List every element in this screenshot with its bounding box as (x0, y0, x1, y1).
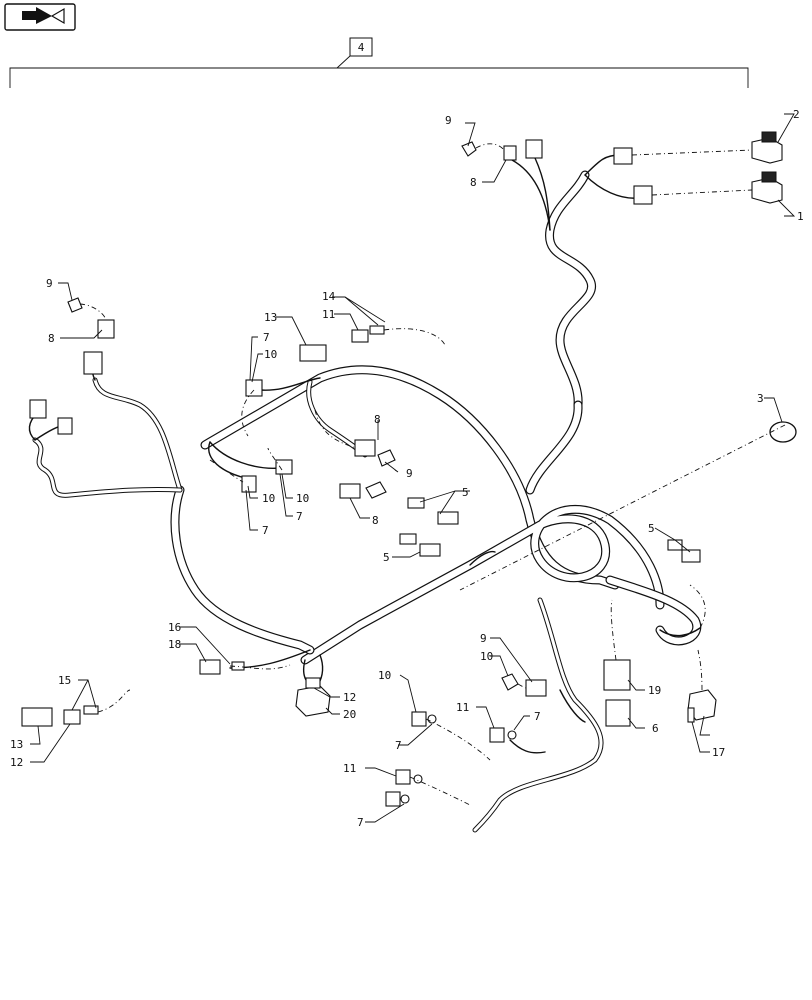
connector-left-b (29, 399, 47, 419)
seal-7-a (507, 730, 517, 740)
callout-5-c: 5 (648, 522, 655, 535)
callout-9-center: 9 (406, 467, 413, 480)
callout-8-center: 8 (374, 413, 381, 426)
splice-5-f (681, 549, 701, 563)
callout-19: 20 (343, 708, 356, 721)
callout-9-top: 9 (445, 114, 452, 127)
leader-lines (30, 113, 796, 823)
connector-10-b (275, 459, 293, 475)
splice-5-b (437, 511, 459, 525)
connector-10-d (489, 727, 505, 743)
callout-5-b: 5 (383, 551, 390, 564)
callout-3: 3 (757, 392, 764, 405)
connector-8-center (354, 439, 376, 457)
callout-7-e: 7 (395, 739, 402, 752)
callout-7-d: 7 (534, 710, 541, 723)
ring-3 (769, 421, 797, 443)
callout-10-f: 11 (343, 762, 356, 775)
callout-2: 2 (793, 108, 800, 121)
callout-12: 12 (343, 691, 356, 704)
connector-1 (751, 171, 783, 204)
splice-5-a (407, 497, 425, 509)
connector-2 (751, 131, 783, 164)
callout-7-c: 7 (296, 510, 303, 523)
connector-8-lower (525, 679, 547, 697)
connector-top-b (633, 185, 653, 205)
callout-14-lower: 15 (58, 674, 71, 687)
callout-7-a: 7 (263, 331, 270, 344)
callout-17: 18 (168, 638, 181, 651)
callout-6: 6 (652, 722, 659, 735)
callout-16: 17 (712, 746, 725, 759)
callout-11-lower: 12 (10, 756, 23, 769)
callout-1: 1 (797, 210, 804, 223)
connector-8-left (97, 319, 115, 339)
connector-8-top (503, 145, 517, 161)
connector-9-left (67, 297, 83, 313)
connector-9-center (377, 449, 396, 467)
association-lines (79, 143, 786, 806)
callout-8-center-b: 8 (372, 514, 379, 527)
callout-10-b: 10 (262, 492, 275, 505)
callout-labels: 2 1 3 9 8 9 8 14 11 13 7 10 8 9 8 5 5 5 … (10, 108, 804, 829)
callout-15: 16 (168, 621, 181, 634)
connector-10-a (245, 379, 263, 397)
connector-6 (605, 699, 631, 727)
callout-7-b: 7 (262, 524, 269, 537)
splice-5-c (399, 533, 417, 545)
callout-9-left: 9 (46, 277, 53, 290)
connector-left-a (83, 351, 103, 375)
callout-14-center: 14 (322, 290, 336, 303)
callout-13-center: 13 (264, 311, 277, 324)
connector-11-center (351, 329, 369, 343)
connectors (21, 131, 797, 807)
main-harness (32, 170, 702, 833)
callout-11-center: 11 (322, 308, 335, 321)
callout-13-lower: 13 (10, 738, 23, 751)
callout-10-a: 10 (264, 348, 277, 361)
connector-top-c (525, 139, 543, 159)
callout-7-f: 7 (357, 816, 364, 829)
connector-11-lower (63, 709, 81, 725)
assembly-bracket: 4 (9, 37, 749, 88)
connector-14-lower (83, 705, 99, 715)
connector-left-c (57, 417, 73, 435)
callout-9-lower: 10 (480, 650, 493, 663)
connector-18 (603, 659, 631, 691)
connector-9-lower (501, 673, 519, 691)
seal-7-c (413, 774, 423, 784)
callout-8-lower: 9 (480, 632, 487, 645)
terminal-16 (687, 707, 695, 723)
connector-12 (305, 677, 321, 689)
page-flip-icon[interactable] (4, 3, 76, 31)
callout-10-e: 11 (456, 701, 469, 714)
callout-10-c: 10 (296, 492, 309, 505)
connector-10-f (385, 791, 401, 807)
callout-8-top: 8 (470, 176, 477, 189)
callout-18: 19 (648, 684, 661, 697)
connector-9-center-b (365, 481, 387, 499)
connector-13-lower (21, 707, 53, 727)
connector-14-center (369, 325, 385, 335)
connector-19 (295, 685, 331, 717)
seal-7-d (400, 794, 410, 804)
connector-8-center-b (339, 483, 361, 499)
seal-7-b (427, 714, 437, 724)
connector-13-center (299, 344, 327, 362)
connector-10-c (411, 711, 427, 727)
splice-5-e (667, 539, 683, 551)
connector-top-a (613, 147, 633, 165)
callout-10-d: 10 (378, 669, 391, 682)
callout-8-left: 8 (48, 332, 55, 345)
connector-10-e (395, 769, 411, 785)
connector-17 (199, 659, 221, 675)
assembly-ref-label: 4 (358, 41, 365, 54)
splice-5-d (419, 543, 441, 557)
callout-5-a: 5 (462, 486, 469, 499)
